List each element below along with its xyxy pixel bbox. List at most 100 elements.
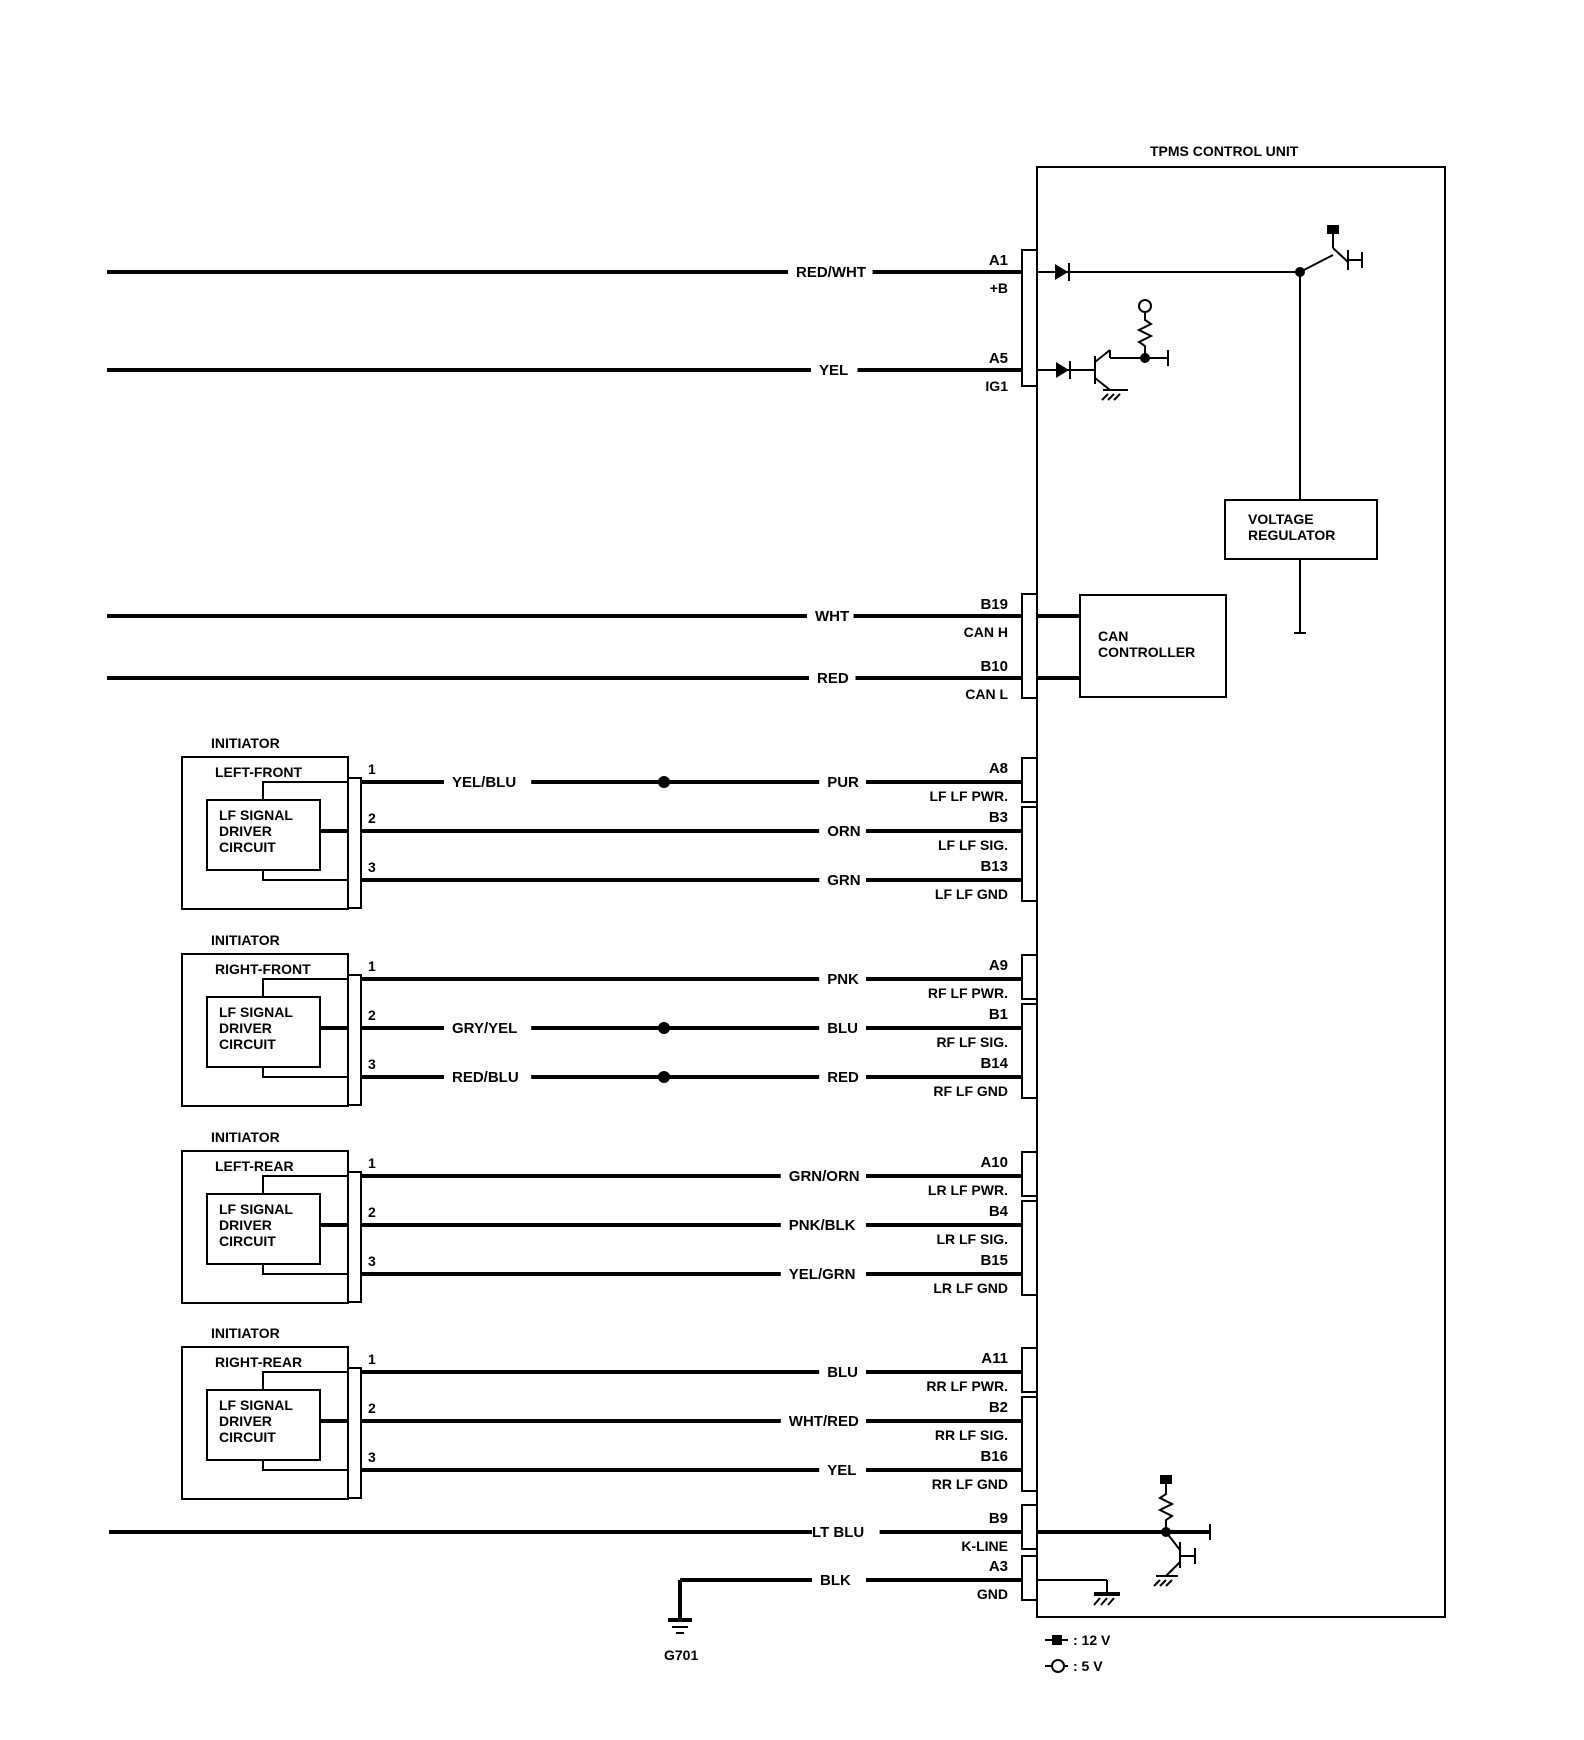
initiator-right-rear-wire-1-signal: RR LF PWR. — [926, 1378, 1008, 1394]
internal-gnd-hatch-1 — [1093, 1597, 1101, 1606]
initiator-right-front-wire-3-left-color: RED/BLU — [452, 1069, 519, 1086]
initiator-right-front-wire-3-cu-pin: B14 — [980, 1055, 1008, 1072]
initiator-right-front-cu-connector-b — [1021, 1003, 1038, 1099]
wire-color-a3: BLK — [820, 1572, 851, 1589]
initiator-left-rear-position: LEFT-REAR — [215, 1158, 294, 1174]
initiator-left-front-wire-3-signal: LF LF GND — [935, 886, 1008, 902]
pin-a1: A1 — [989, 252, 1008, 269]
signal-b19: CAN H — [964, 624, 1008, 640]
initiator-left-rear-wire-2-color: PNK/BLK — [789, 1217, 856, 1234]
ground-ig1-hatch-2 — [1107, 393, 1115, 401]
transistor-top-emitter — [1299, 254, 1334, 273]
initiator-right-front-heading: INITIATOR — [211, 932, 280, 948]
initiator-right-rear-wire-2-pin-num: 2 — [368, 1400, 376, 1416]
tpms-control-unit-title: TPMS CONTROL UNIT — [1150, 143, 1299, 159]
initiator-left-front-circuit-label-line: DRIVER — [219, 823, 272, 839]
initiator-right-front-cu-connector-a — [1021, 954, 1038, 1000]
wire-color-a5: YEL — [819, 362, 848, 379]
wire-color-b19: WHT — [815, 608, 849, 625]
initiator-left-rear-wire-1-signal: LR LF PWR. — [928, 1182, 1008, 1198]
connector-b9 — [1021, 1504, 1038, 1550]
initiator-left-rear-cu-connector-b — [1021, 1200, 1038, 1296]
initiator-right-front-wire-3-signal: RF LF GND — [933, 1083, 1008, 1099]
initiator-left-front-wire-2-cu-pin: B3 — [989, 809, 1008, 826]
initiator-left-front-wire-1-splice — [658, 776, 670, 788]
initiator-right-rear-wire-1-pin-num: 1 — [368, 1351, 376, 1367]
connector-block-b19-b10 — [1021, 593, 1038, 699]
initiator-right-rear-wire-2-color: WHT/RED — [789, 1413, 859, 1430]
initiator-left-front-wire-3-cu-pin: B13 — [980, 858, 1008, 875]
signal-a3: GND — [977, 1586, 1008, 1602]
initiator-left-rear-wire-3-cu-pin: B15 — [980, 1252, 1008, 1269]
initiator-left-rear-wire-2-cu-pin: B4 — [989, 1203, 1009, 1220]
initiator-left-front-wire-2-color: ORN — [827, 823, 860, 840]
initiator-left-rear-wire-1-color: GRN/ORN — [789, 1168, 860, 1185]
voltage-regulator-box — [1224, 499, 1378, 560]
transistor-top-collector — [1332, 247, 1349, 263]
initiator-right-rear-lead-3 — [262, 1460, 348, 1471]
legend-5v-circle-icon — [1051, 1659, 1065, 1673]
initiator-left-rear-wire-3-signal: LR LF GND — [933, 1280, 1008, 1296]
connector-block-a1-a5 — [1021, 249, 1038, 387]
pin-b19: B19 — [980, 596, 1008, 613]
initiator-right-rear-wire-1-cu-pin: A11 — [981, 1350, 1008, 1367]
transistor-ig1-emitter — [1094, 377, 1111, 391]
initiator-left-front-wire-1-pin-num: 1 — [368, 761, 376, 777]
initiator-right-front-circuit-label-line: LF SIGNAL — [219, 1004, 293, 1020]
initiator-right-rear-connector — [347, 1367, 362, 1499]
initiator-right-rear-cu-connector-a — [1021, 1347, 1038, 1393]
initiator-left-front-wire-1-signal: LF LF PWR. — [929, 788, 1008, 804]
ground-kline-hatch-3 — [1165, 1579, 1173, 1587]
initiator-right-rear-wire-3-color: YEL — [827, 1462, 856, 1479]
wire-color-b10: RED — [817, 670, 849, 687]
initiator-left-front-lead-3 — [262, 870, 348, 881]
initiator-left-rear-connector — [347, 1171, 362, 1303]
diode-a5-icon — [1056, 362, 1069, 378]
internal-gnd-hatch-3 — [1107, 1597, 1115, 1606]
initiator-right-front-position: RIGHT-FRONT — [215, 961, 311, 977]
initiator-right-rear-circuit-label-line: CIRCUIT — [219, 1429, 276, 1445]
initiator-right-rear-wire-1-color: BLU — [827, 1364, 858, 1381]
initiator-right-front-wire-1-signal: RF LF PWR. — [928, 985, 1008, 1001]
initiator-right-front-wire-2-pin-num: 2 — [368, 1007, 376, 1023]
initiator-left-rear-wire-2-pin-num: 2 — [368, 1204, 376, 1220]
initiator-right-rear-wire-3-pin-num: 3 — [368, 1449, 376, 1465]
initiator-right-front-wire-2-cu-pin: B1 — [989, 1006, 1008, 1023]
ground-ig1-hatch-3 — [1113, 393, 1121, 401]
initiator-right-front-wire-2-splice — [658, 1022, 670, 1034]
wire-color-a1: RED/WHT — [796, 264, 866, 281]
supply-12v-top-icon — [1327, 225, 1339, 234]
initiator-left-rear-wire-1-cu-pin: A10 — [980, 1154, 1008, 1171]
initiator-left-front-connector — [347, 777, 362, 909]
initiator-left-front-wire-3-pin-num: 3 — [368, 859, 376, 875]
initiator-left-rear-wire-2-signal: LR LF SIG. — [936, 1231, 1008, 1247]
ground-kline-hatch-1 — [1153, 1579, 1161, 1587]
pin-a3: A3 — [989, 1558, 1008, 1575]
resistor-ig1-icon — [1136, 312, 1154, 358]
signal-b9: K-LINE — [961, 1538, 1008, 1554]
initiator-left-rear-heading: INITIATOR — [211, 1129, 280, 1145]
legend-12v-square-icon — [1052, 1635, 1062, 1645]
initiator-right-front-circuit-label-line: CIRCUIT — [219, 1036, 276, 1052]
legend-12v-text: : 12 V — [1073, 1632, 1111, 1648]
pin-a5: A5 — [989, 350, 1008, 367]
initiator-right-front-wire-1-cu-pin: A9 — [989, 957, 1008, 974]
initiator-left-rear-wire-3-pin-num: 3 — [368, 1253, 376, 1269]
initiator-right-rear-wire-3-cu-pin: B16 — [980, 1448, 1008, 1465]
initiator-left-rear-wire-1-pin-num: 1 — [368, 1155, 376, 1171]
internal-gnd-hatch-2 — [1100, 1597, 1108, 1606]
initiator-left-front-heading: INITIATOR — [211, 735, 280, 751]
transistor-kline-collector — [1165, 1531, 1181, 1551]
initiator-right-front-wire-3-pin-num: 3 — [368, 1056, 376, 1072]
initiator-right-front-wire-3-color: RED — [827, 1069, 859, 1086]
initiator-right-rear-wire-2-signal: RR LF SIG. — [935, 1427, 1008, 1443]
ground-ig1-hatch-1 — [1101, 393, 1109, 401]
voltage-regulator-label-line: VOLTAGE — [1248, 511, 1314, 527]
initiator-right-front-wire-1-color: PNK — [827, 971, 859, 988]
initiator-right-rear-cu-connector-b — [1021, 1396, 1038, 1492]
